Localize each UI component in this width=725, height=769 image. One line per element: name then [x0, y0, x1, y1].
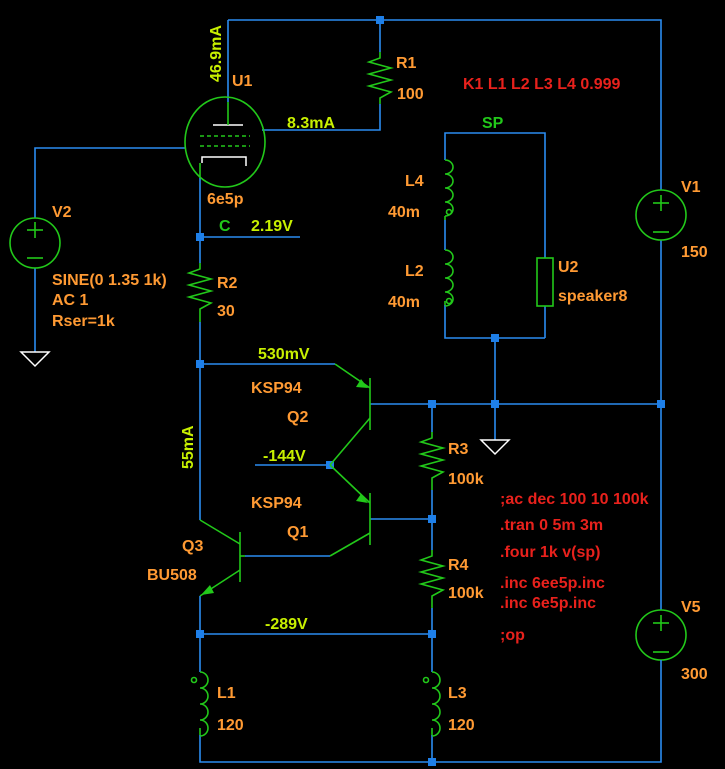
r2-value-label: 30	[217, 303, 235, 320]
u1-ref-label: U1	[232, 73, 253, 90]
resistor-r1-symbol[interactable]	[365, 52, 395, 104]
cathode-voltage-reading: 2.19V	[251, 218, 293, 235]
resistor-r2-symbol[interactable]	[185, 263, 215, 322]
v1-value-label: 150	[681, 244, 708, 261]
l4-ref-label: L4	[405, 173, 424, 190]
net-label-cathode: C	[219, 218, 231, 235]
u2-model-label: speaker8	[558, 288, 627, 305]
tube-u1-symbol[interactable]	[184, 96, 266, 188]
r4-ref-label: R4	[448, 557, 469, 574]
r1-value-label: 100	[397, 86, 424, 103]
transistor-q3-symbol[interactable]	[199, 519, 245, 597]
voltage-source-v5-symbol[interactable]	[635, 609, 687, 690]
v1-ref-label: V1	[681, 179, 701, 196]
q3-model-label: BU508	[147, 567, 197, 584]
inductor-l1-symbol[interactable]	[190, 671, 209, 737]
ground-symbol-v2	[19, 351, 51, 368]
q1-ref-label: Q1	[287, 524, 308, 541]
screen-current-reading: 8.3mA	[287, 115, 335, 132]
q2-ref-label: Q2	[287, 409, 308, 426]
l1-ref-label: L1	[217, 685, 236, 702]
inc-directive-2: .inc 6e5p.inc	[500, 595, 596, 612]
ac-directive: ;ac dec 100 10 100k	[500, 491, 649, 508]
v2-spec-sine: SINE(0 1.35 1k)	[52, 272, 167, 289]
v5-ref-label: V5	[681, 599, 701, 616]
u2-ref-label: U2	[558, 259, 579, 276]
voltage-source-v1-symbol[interactable]	[635, 189, 687, 241]
r3-value-label: 100k	[448, 471, 484, 488]
resistor-r4-symbol[interactable]	[417, 550, 447, 608]
speaker-u2-symbol[interactable]	[536, 257, 554, 307]
v2-spec-rser: Rser=1k	[52, 313, 115, 330]
r3-ref-label: R3	[448, 441, 469, 458]
voltage-source-v2-symbol[interactable]	[9, 217, 61, 269]
l2-ref-label: L2	[405, 263, 424, 280]
ground-symbol-output	[479, 439, 511, 456]
wires	[34, 19, 662, 763]
q3-current-reading: 55mA	[180, 425, 197, 469]
q2-model-label: KSP94	[251, 380, 302, 397]
q3-emitter-voltage-reading: -289V	[265, 616, 308, 633]
four-directive: .four 1k v(sp)	[500, 544, 600, 561]
inductor-l3-symbol[interactable]	[422, 671, 441, 737]
transistor-q2-symbol[interactable]	[329, 363, 371, 466]
l4-value-label: 40m	[388, 204, 420, 221]
r2-ref-label: R2	[217, 275, 238, 292]
inc-directive-1: .inc 6ee5p.inc	[500, 575, 605, 592]
inductor-l2-symbol[interactable]	[444, 249, 454, 307]
coupling-directive: K1 L1 L2 L3 L4 0.999	[463, 76, 621, 93]
q2-base-voltage-reading: 530mV	[258, 346, 310, 363]
net-label-speaker: SP	[482, 115, 504, 132]
l1-value-label: 120	[217, 717, 244, 734]
tran-directive: .tran 0 5m 3m	[500, 517, 603, 534]
v2-spec-ac: AC 1	[52, 292, 89, 309]
emitter-voltage-reading: -144V	[263, 448, 306, 465]
l3-ref-label: L3	[448, 685, 467, 702]
inductor-l4-symbol[interactable]	[444, 159, 454, 220]
op-directive: ;op	[500, 627, 525, 644]
l3-value-label: 120	[448, 717, 475, 734]
plate-current-reading: 46.9mA	[208, 25, 225, 82]
q1-model-label: KSP94	[251, 495, 302, 512]
v5-value-label: 300	[681, 666, 708, 683]
v2-ref-label: V2	[52, 204, 72, 221]
r1-ref-label: R1	[396, 55, 417, 72]
u1-model-label: 6e5p	[207, 191, 244, 208]
l2-value-label: 40m	[388, 294, 420, 311]
r4-value-label: 100k	[448, 585, 484, 602]
resistor-r3-symbol[interactable]	[417, 432, 447, 490]
q3-ref-label: Q3	[182, 538, 203, 555]
transistor-q1-symbol[interactable]	[329, 464, 371, 557]
